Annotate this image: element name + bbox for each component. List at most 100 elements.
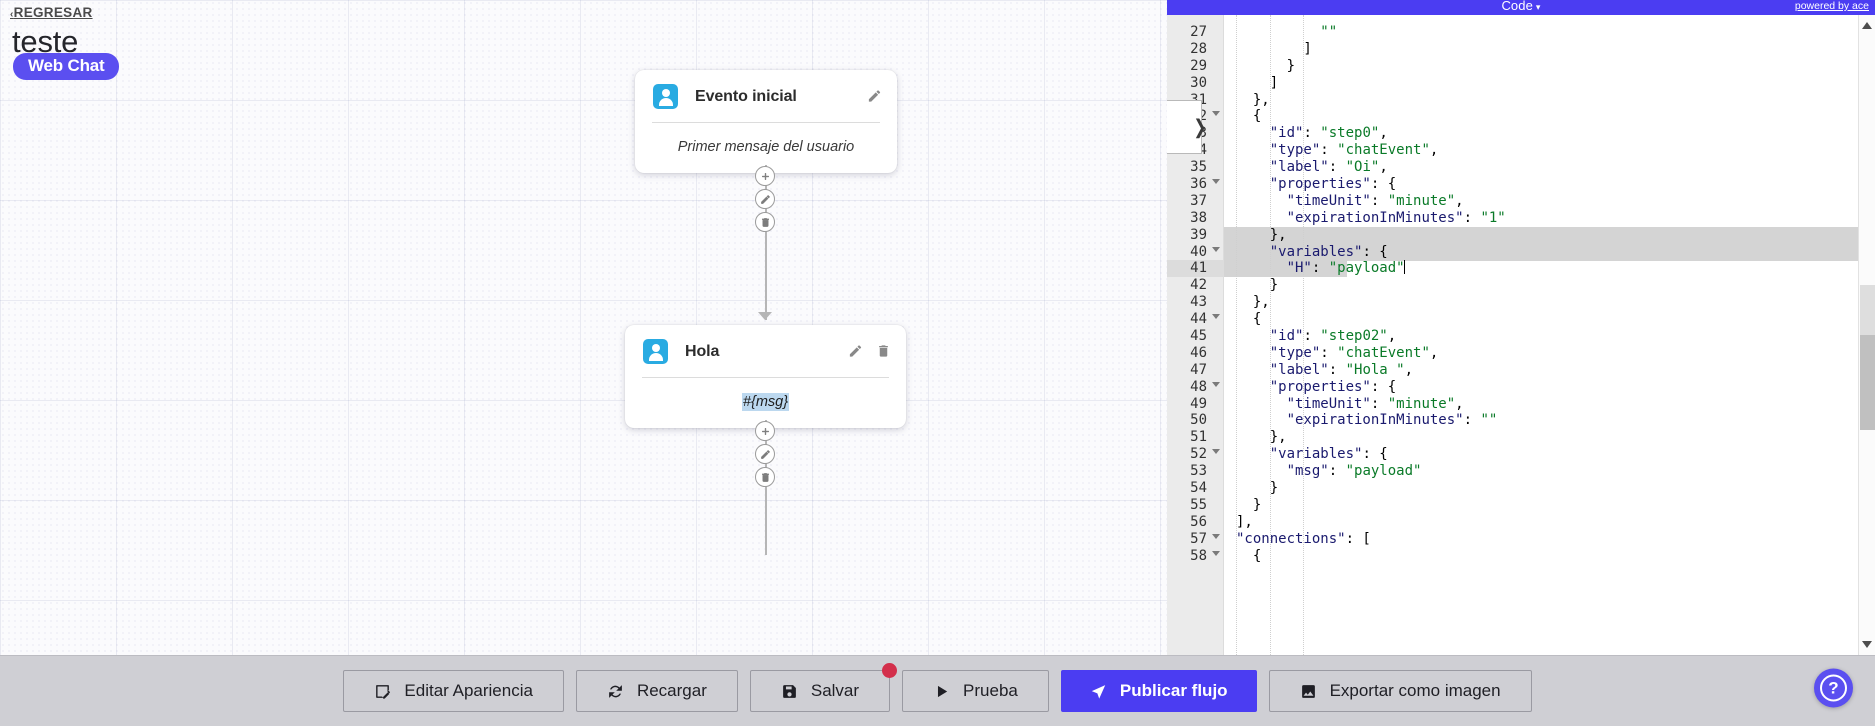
code-editor-panel[interactable]: Code▾ powered by ace 2728293031323334353… bbox=[1167, 0, 1875, 655]
code-line[interactable]: "properties": { bbox=[1269, 176, 1397, 193]
gutter-line[interactable]: 43 bbox=[1190, 294, 1207, 311]
code-line[interactable]: "expirationInMinutes": "" bbox=[1286, 412, 1498, 429]
code-line[interactable]: "type": "chatEvent", bbox=[1269, 344, 1439, 361]
gutter-line[interactable]: 55 bbox=[1190, 496, 1207, 513]
gutter-line[interactable]: 50 bbox=[1190, 412, 1207, 429]
save-button[interactable]: Salvar bbox=[749, 663, 898, 712]
trash-icon[interactable] bbox=[876, 343, 891, 359]
fold-toggle-icon[interactable] bbox=[1212, 314, 1220, 320]
test-button[interactable]: Prueba bbox=[902, 670, 1049, 712]
help-button[interactable]: ? bbox=[1814, 668, 1853, 708]
gutter-line[interactable]: 58 bbox=[1167, 548, 1223, 565]
edit-appearance-button[interactable]: Editar Apariencia bbox=[343, 670, 564, 712]
gutter-line[interactable]: 49 bbox=[1190, 395, 1207, 412]
fold-toggle-icon[interactable] bbox=[1212, 179, 1220, 185]
publish-flow-button[interactable]: Publicar flujo bbox=[1060, 670, 1257, 712]
gutter-line[interactable]: 48 bbox=[1167, 379, 1223, 396]
code-line[interactable]: "id": "step0", bbox=[1269, 125, 1388, 142]
code-line[interactable]: "id": "step02", bbox=[1269, 328, 1397, 345]
code-line[interactable]: ] bbox=[1236, 74, 1279, 91]
code-line[interactable]: "connections": [ bbox=[1236, 530, 1371, 547]
gutter-line[interactable]: 39 bbox=[1190, 226, 1207, 243]
delete-connection-icon[interactable] bbox=[755, 467, 775, 487]
fold-toggle-icon[interactable] bbox=[1212, 381, 1220, 387]
reload-button[interactable]: Recargar bbox=[575, 670, 738, 712]
gutter-line[interactable]: 27 bbox=[1190, 24, 1207, 40]
gutter-line[interactable]: 54 bbox=[1190, 480, 1207, 497]
code-line[interactable]: "timeUnit": "minute", bbox=[1286, 192, 1464, 209]
code-line[interactable]: } bbox=[1236, 57, 1296, 74]
edit-connection-icon[interactable] bbox=[755, 444, 775, 464]
code-line[interactable]: }, bbox=[1236, 429, 1287, 446]
code-line[interactable]: "" bbox=[1320, 24, 1338, 40]
gutter-line[interactable]: 28 bbox=[1190, 40, 1207, 57]
code-line[interactable]: } bbox=[1236, 480, 1279, 497]
gutter-line[interactable]: 30 bbox=[1190, 74, 1207, 91]
gutter-line[interactable]: 52 bbox=[1167, 446, 1223, 463]
scrollbar-thumb[interactable] bbox=[1860, 335, 1875, 430]
flow-canvas[interactable]: ‹REGRESAR teste Web Chat Evento inicial … bbox=[0, 0, 1167, 655]
gutter-line[interactable]: 46 bbox=[1190, 344, 1207, 361]
gutter-line[interactable]: 35 bbox=[1190, 159, 1207, 176]
pencil-icon[interactable] bbox=[867, 88, 882, 104]
code-line[interactable]: } bbox=[1236, 277, 1279, 294]
scroll-up-icon[interactable] bbox=[1862, 22, 1872, 29]
fold-toggle-icon[interactable] bbox=[1212, 550, 1220, 556]
add-node-icon[interactable] bbox=[755, 166, 775, 186]
fold-toggle-icon[interactable] bbox=[1212, 246, 1220, 252]
code-line[interactable]: "expirationInMinutes": "1" bbox=[1286, 209, 1506, 226]
fold-toggle-icon[interactable] bbox=[1212, 533, 1220, 539]
gutter-line[interactable]: 42 bbox=[1190, 277, 1207, 294]
export-as-image-button[interactable]: Exportar como imagen bbox=[1268, 670, 1532, 712]
gutter-line[interactable]: 56 bbox=[1190, 513, 1207, 530]
fold-toggle-icon[interactable] bbox=[1212, 449, 1220, 455]
code-line[interactable]: "H": "payload" bbox=[1286, 260, 1405, 277]
code-editor[interactable]: 2728293031323334353637383940414243444546… bbox=[1167, 15, 1875, 655]
code-line[interactable]: { bbox=[1236, 547, 1262, 564]
code-line[interactable]: "properties": { bbox=[1269, 378, 1397, 395]
selection-highlight bbox=[1224, 260, 1347, 278]
add-node-icon[interactable] bbox=[755, 421, 775, 441]
gutter-line[interactable]: 38 bbox=[1190, 209, 1207, 226]
code-line[interactable]: } bbox=[1236, 496, 1262, 513]
code-line[interactable]: "variables": { bbox=[1269, 446, 1388, 463]
code-line[interactable]: "label": "Hola ", bbox=[1269, 361, 1414, 378]
code-panel-title[interactable]: Code▾ bbox=[1501, 0, 1540, 13]
gutter-line[interactable]: 29 bbox=[1190, 57, 1207, 74]
gutter-line[interactable]: 47 bbox=[1190, 361, 1207, 378]
code-line[interactable]: "variables": { bbox=[1269, 243, 1388, 260]
gutter-line[interactable]: 53 bbox=[1190, 463, 1207, 480]
gutter-line[interactable]: 37 bbox=[1190, 192, 1207, 209]
code-line[interactable]: "timeUnit": "minute", bbox=[1286, 395, 1464, 412]
code-line[interactable]: "label": "Oi", bbox=[1269, 159, 1388, 176]
back-link[interactable]: ‹REGRESAR bbox=[10, 5, 93, 20]
code-line[interactable]: ], bbox=[1236, 513, 1253, 530]
code-line[interactable]: }, bbox=[1236, 294, 1270, 311]
scroll-down-icon[interactable] bbox=[1862, 641, 1872, 648]
code-line[interactable]: { bbox=[1236, 108, 1262, 125]
edit-connection-icon[interactable] bbox=[755, 189, 775, 209]
flow-node-evento-inicial[interactable]: Evento inicial Primer mensaje del usuari… bbox=[635, 70, 897, 173]
code-line[interactable]: "msg": "payload" bbox=[1286, 463, 1422, 480]
gutter-line[interactable]: 57 bbox=[1167, 531, 1223, 548]
flow-node-hola[interactable]: Hola #{msg} bbox=[625, 325, 906, 428]
code-line[interactable]: }, bbox=[1236, 226, 1287, 243]
editor-code-area[interactable]: "" ] } ] }, { "id": "step0", "type": "ch… bbox=[1224, 15, 1875, 655]
fold-toggle-icon[interactable] bbox=[1212, 111, 1220, 117]
code-collapse-toggle[interactable]: ❯ bbox=[1167, 100, 1206, 154]
code-line[interactable]: ] bbox=[1236, 40, 1312, 57]
code-vertical-scrollbar[interactable] bbox=[1858, 15, 1875, 655]
delete-connection-icon[interactable] bbox=[755, 212, 775, 232]
gutter-line[interactable]: 36 bbox=[1167, 176, 1223, 193]
powered-by-link[interactable]: powered by ace bbox=[1794, 0, 1869, 12]
gutter-line[interactable]: 41 bbox=[1167, 260, 1223, 278]
pencil-icon[interactable] bbox=[848, 343, 863, 359]
gutter-line[interactable]: 51 bbox=[1190, 429, 1207, 446]
code-line[interactable]: { bbox=[1236, 311, 1262, 328]
scrollbar-track-segment[interactable] bbox=[1860, 285, 1875, 335]
gutter-line[interactable]: 45 bbox=[1190, 328, 1207, 345]
gutter-line[interactable]: 40 bbox=[1167, 244, 1223, 261]
code-line[interactable]: }, bbox=[1236, 91, 1270, 108]
code-line[interactable]: "type": "chatEvent", bbox=[1269, 142, 1439, 159]
gutter-line[interactable]: 44 bbox=[1167, 311, 1223, 328]
